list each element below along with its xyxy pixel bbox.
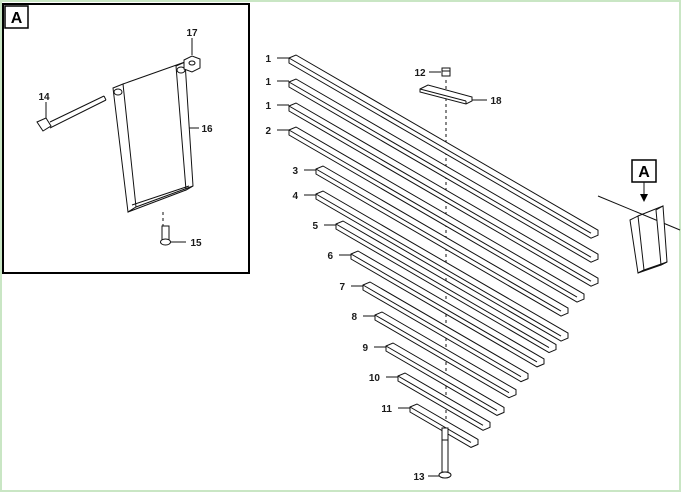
spring-leaf-edge: [288, 105, 592, 282]
leaf-label: 1: [265, 77, 271, 88]
leaf-label: 5: [312, 221, 318, 232]
detail-letter-box: [4, 5, 29, 29]
spring-leaf-edge: [315, 168, 562, 312]
leaf-label: 11: [381, 404, 392, 415]
detail-marker: A: [638, 164, 650, 181]
callout-16: 16: [201, 124, 213, 135]
spring-leaf-edge: [409, 406, 472, 443]
nut-17: [183, 55, 201, 73]
shackle-pin: [36, 95, 107, 132]
spring-leaf-edge: [374, 314, 510, 394]
spring-leaf-edge: [288, 81, 592, 258]
main-shackle: [597, 195, 681, 274]
leaf-label: 7: [339, 282, 345, 293]
callout-15: 15: [190, 238, 202, 249]
detail-view: A 14 16 17: [2, 3, 250, 274]
leaf-label: 10: [369, 373, 381, 384]
spring-leaf-edge: [397, 375, 484, 426]
spring-leaf-edge: [362, 284, 522, 378]
spring-leaves: [288, 54, 599, 448]
bolt-15: [160, 212, 171, 246]
spring-leaf-edge: [288, 57, 592, 234]
leaf-label: 8: [351, 312, 357, 323]
spring-leaf-edge: [288, 129, 578, 298]
spring-leaf-edge: [385, 345, 498, 411]
spring-leaf-edge: [350, 253, 538, 363]
bolt-label: 13: [413, 472, 425, 483]
detail-frame: [2, 3, 250, 274]
detail-letter: A: [11, 10, 23, 27]
spring-leaf-edge: [315, 193, 562, 337]
center-nut: [441, 67, 451, 77]
callout-17: 17: [186, 28, 198, 39]
shackle-frame: [112, 61, 194, 213]
leaf-label: 4: [292, 191, 298, 202]
callout-14: 14: [38, 92, 50, 103]
leaf-label: 1: [265, 101, 271, 112]
spring-leaf-edge: [335, 223, 550, 348]
detail-marker-arrow: [640, 194, 648, 202]
nut-label: 12: [414, 68, 426, 79]
plate-label: 18: [490, 96, 502, 107]
leaf-label: 6: [327, 251, 333, 262]
clamp-plate: [419, 84, 473, 105]
leaf-label: 1: [265, 54, 271, 65]
center-bolt: [438, 427, 452, 479]
leaf-label: 2: [265, 126, 271, 137]
leaf-label: 9: [362, 343, 368, 354]
leaf-label: 3: [292, 166, 298, 177]
